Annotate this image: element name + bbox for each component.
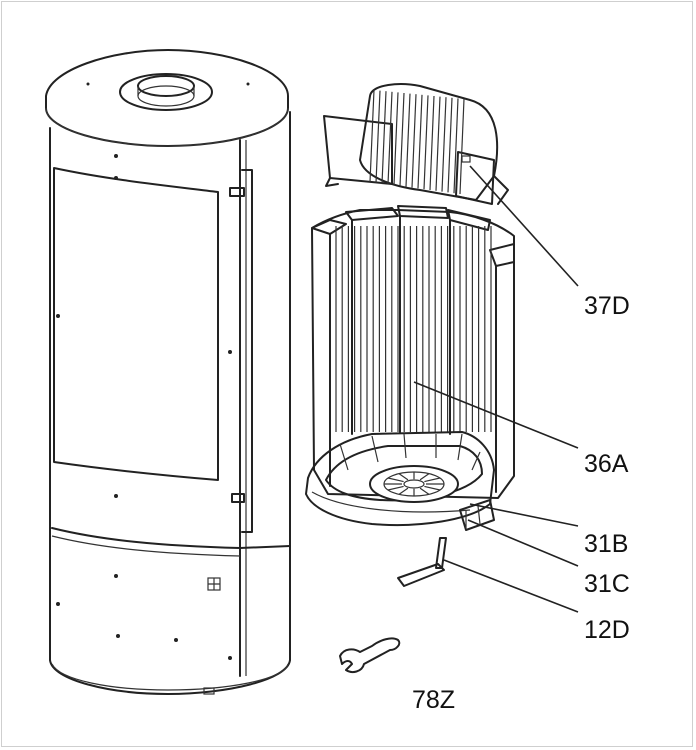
control-knob-icon <box>207 577 221 591</box>
part-78z-wrench <box>339 637 401 673</box>
label-78z: 78Z <box>412 686 455 714</box>
leader-31b <box>469 503 579 527</box>
leader-31c <box>467 519 579 567</box>
part-37d-baffle <box>323 83 509 205</box>
leader-lines <box>413 165 579 613</box>
label-12d: 12D <box>584 616 630 644</box>
part-36a-firebricks <box>311 205 515 499</box>
stove-body <box>45 49 291 695</box>
label-37d: 37D <box>584 292 630 320</box>
grate-icon <box>369 465 459 503</box>
leader-12d <box>443 559 579 613</box>
leader-36a <box>413 381 579 449</box>
part-31b-base-highlight <box>305 431 495 527</box>
leader-37d <box>469 165 579 287</box>
label-36a: 36A <box>584 450 629 478</box>
part-12d-rod <box>397 537 447 587</box>
label-31b: 31B <box>584 530 628 558</box>
part-31c-front-block <box>459 499 495 531</box>
label-31c: 31C <box>584 570 630 598</box>
